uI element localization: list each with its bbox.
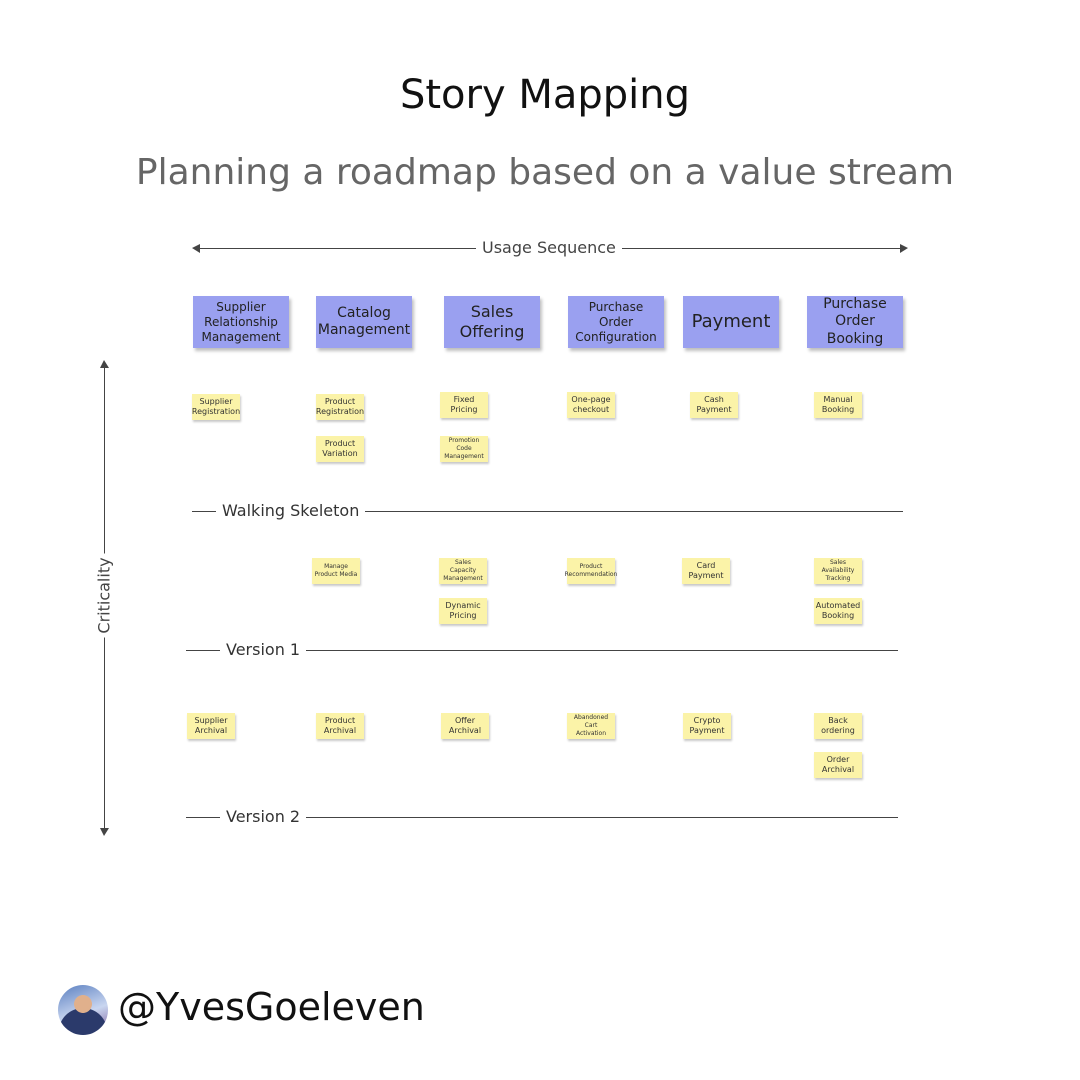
page-subtitle: Planning a roadmap based on a value stre…: [135, 152, 955, 193]
story-card: Supplier Archival: [187, 713, 235, 739]
story-card: Automated Booking: [814, 598, 862, 624]
story-card: Product Registration: [316, 394, 364, 420]
story-card: Product Archival: [316, 713, 364, 739]
release-label: Version 2: [220, 807, 307, 826]
story-card: Offer Archival: [441, 713, 489, 739]
usage-sequence-label: Usage Sequence: [476, 238, 622, 257]
story-card: Dynamic Pricing: [439, 598, 487, 624]
story-card: Manage Product Media: [312, 558, 360, 584]
release-line: [186, 650, 898, 651]
page-title: Story Mapping: [399, 72, 691, 118]
author-handle: @YvesGoeleven: [118, 985, 425, 1029]
story-card: Product Recommendation: [565, 558, 617, 584]
story-card: One-page checkout: [567, 392, 615, 418]
release-line: [192, 511, 903, 512]
story-card: Abandoned Cart Activation: [567, 713, 615, 739]
activity-card: Supplier Relationship Management: [193, 296, 289, 348]
release-label: Version 1: [220, 640, 307, 659]
story-card: Promotion Code Management: [440, 436, 488, 462]
story-card: Sales Capacity Management: [439, 558, 487, 584]
arrow-down-icon: [100, 828, 109, 836]
release-label: Walking Skeleton: [216, 501, 366, 520]
story-card: Back ordering: [814, 713, 862, 739]
activity-card: Payment: [683, 296, 779, 348]
arrow-left-icon: [192, 244, 200, 253]
story-card: Card Payment: [682, 558, 730, 584]
activity-card: Purchase Order Configuration: [568, 296, 664, 348]
release-line: [186, 817, 898, 818]
story-card: Supplier Registration: [192, 394, 240, 420]
story-card: Cash Payment: [690, 392, 738, 418]
story-card: Fixed Pricing: [440, 392, 488, 418]
activity-card: Sales Offering: [444, 296, 540, 348]
profile-photo-icon: [58, 985, 108, 1035]
story-card: Order Archival: [814, 752, 862, 778]
criticality-label: Criticality: [94, 553, 114, 638]
activity-card: Catalog Management: [316, 296, 412, 348]
story-card: Manual Booking: [814, 392, 862, 418]
story-card: Crypto Payment: [683, 713, 731, 739]
story-card: Sales Availability Tracking: [814, 558, 862, 584]
arrow-right-icon: [900, 244, 908, 253]
story-card: Product Variation: [316, 436, 364, 462]
activity-card: Purchase Order Booking: [807, 296, 903, 348]
arrow-up-icon: [100, 360, 109, 368]
